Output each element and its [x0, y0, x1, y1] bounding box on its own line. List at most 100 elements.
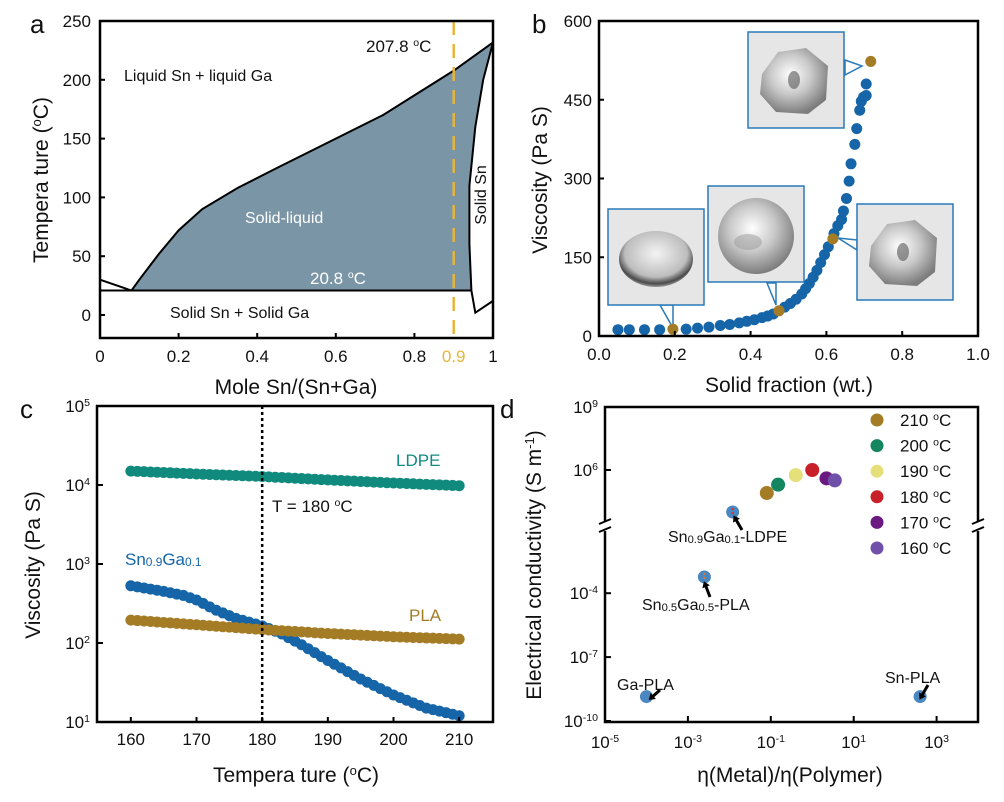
text-run: Ga — [677, 597, 698, 614]
text-run: 0.8 — [403, 347, 427, 366]
text-run: 10 — [841, 733, 860, 752]
text-run: η(Metal)/η(Polymer) — [697, 764, 883, 787]
text-run: 600 — [564, 12, 592, 31]
superscript: -1 — [522, 437, 537, 449]
liquid-droplet-photo — [607, 208, 705, 331]
superscript: o — [933, 513, 939, 525]
text-run: Ga-PLA — [617, 677, 674, 694]
text-run: 50 — [72, 247, 91, 266]
x-tick-label: 200 — [379, 730, 407, 749]
text-run: 10 — [757, 733, 776, 752]
text-run: 1.0 — [966, 345, 990, 364]
superscript: o — [933, 462, 939, 474]
series-PLA — [125, 614, 465, 645]
x-tick-label: 0.8 — [403, 347, 427, 366]
x-tick-label: 10-3 — [674, 733, 702, 752]
superscript: 5 — [84, 397, 90, 409]
superscript: 1 — [84, 713, 90, 725]
y-tick-label: 106 — [573, 461, 598, 480]
text-run: 10 — [65, 397, 84, 416]
subscript: 0.9 — [146, 555, 163, 569]
data-point-210 °C — [759, 486, 774, 501]
text-run: -LDPE — [740, 529, 787, 546]
superscript: -4 — [589, 584, 599, 596]
text-run: 20.8 — [310, 269, 348, 288]
data-point — [827, 233, 839, 245]
axis-break-gap — [974, 521, 982, 531]
metal-texture — [788, 71, 800, 89]
data-point — [773, 305, 785, 317]
text-run: Solid-liquid — [245, 210, 323, 227]
text-run: 200 — [379, 730, 407, 749]
text-run: 0.4 — [245, 347, 269, 366]
arrow-head-icon — [702, 581, 710, 589]
text-run: Solid Sn + Solid Ga — [170, 305, 309, 322]
text-run: 200 — [900, 437, 933, 456]
region-label-solid: Solid Sn + Solid Ga — [170, 305, 309, 322]
series-label-Sn0.9Ga0.1: Sn0.9Ga0.1 — [125, 550, 202, 569]
x-tick-label: 0.2 — [663, 345, 687, 364]
y-tick-label: 104 — [65, 476, 90, 495]
text-run: C) — [357, 764, 379, 787]
data-point — [851, 123, 863, 135]
arrow-head-icon — [919, 692, 926, 700]
annotation-T-180C: T = 180 oC — [272, 497, 353, 516]
arrow-head-icon — [733, 515, 740, 523]
x-tick-label: 0.9 — [442, 347, 466, 366]
x-tick-label: 0.2 — [167, 347, 191, 366]
legend-label: 170 oC — [900, 513, 951, 532]
legend-marker — [870, 413, 884, 427]
x-tick-label: 0.6 — [815, 345, 839, 364]
x-axis-label: Tempera ture (oC) — [213, 763, 379, 787]
annotation-20.8C: 20.8 oC — [310, 269, 366, 288]
text-run: 10 — [570, 584, 589, 603]
superscript: 1 — [860, 733, 866, 745]
text-run: 10 — [924, 733, 943, 752]
y-tick-label: 0 — [82, 306, 91, 325]
y-tick-label: 600 — [564, 12, 592, 31]
legend-marker — [870, 490, 884, 504]
region-label-liquid: Liquid Sn + liquid Ga — [124, 68, 272, 85]
text-run: 0.8 — [890, 345, 914, 364]
text-run: 0.9 — [442, 347, 466, 366]
data-point — [854, 104, 866, 116]
legend-label: 160 oC — [900, 539, 951, 558]
reference-point-Ga-PLA: Ga-PLA — [617, 677, 674, 704]
superscript: o — [335, 497, 341, 509]
y-tick-label: 150 — [63, 130, 91, 149]
y-tick-label: 250 — [63, 12, 91, 31]
liquidus-line — [130, 41, 494, 292]
y-tick-label: 300 — [564, 170, 592, 189]
x-tick-label: 0.6 — [324, 347, 348, 366]
y-tick-label: 150 — [564, 248, 592, 267]
y-axis-label: Viscosity (Pa S) — [22, 491, 45, 639]
data-point — [612, 324, 624, 336]
data-point — [692, 322, 704, 334]
superscript: -1 — [776, 733, 786, 745]
text-run: Solid fraction (wt.) — [705, 374, 873, 397]
text-run: Electrical conductivity (S m — [523, 449, 546, 700]
text-run: Tempera ture ( — [30, 126, 53, 263]
text-run: 0.2 — [663, 345, 687, 364]
legend-marker — [870, 541, 884, 555]
metal-droplet — [619, 231, 693, 287]
metal-texture — [897, 243, 909, 261]
data-point — [667, 323, 679, 335]
data-point — [714, 320, 726, 331]
superscript: o — [348, 269, 354, 281]
x-tick-label: 210 — [445, 730, 473, 749]
superscript: 9 — [592, 398, 598, 410]
text-run: C — [340, 497, 352, 516]
solid-liquid-region — [131, 42, 493, 291]
text-run: Viscosity (Pa S) — [529, 106, 552, 254]
data-point — [680, 323, 692, 335]
reference-point-Sn0.5Ga0.5-PLA: Sn0.5Ga0.5-PLA — [642, 570, 750, 614]
series-label-LDPE: LDPE — [396, 451, 440, 470]
x-tick-label: 0.8 — [890, 345, 914, 364]
solidus-line — [468, 42, 494, 291]
subscript: 0.5 — [698, 602, 714, 614]
y-tick-label: 200 — [63, 71, 91, 90]
